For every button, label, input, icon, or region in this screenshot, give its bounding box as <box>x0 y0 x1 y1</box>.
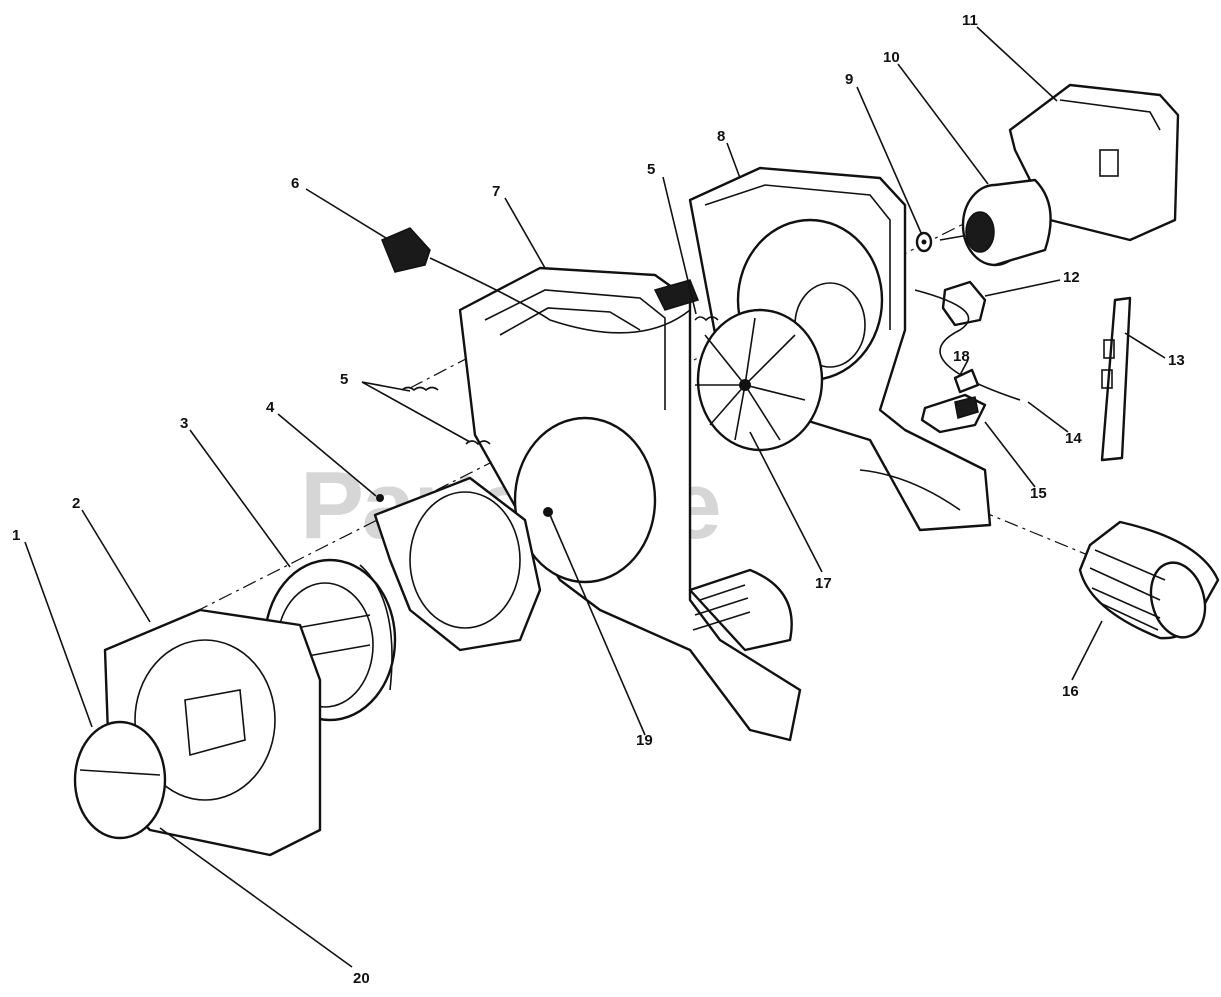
leader-lines <box>24 26 1166 968</box>
callout-17: 17 <box>815 575 832 592</box>
callout-5-left: 5 <box>340 371 348 388</box>
part-8-rear-housing <box>688 166 992 532</box>
callout-4: 4 <box>266 399 275 416</box>
callout-7: 7 <box>492 183 500 200</box>
callout-3: 3 <box>180 415 188 432</box>
callout-11: 11 <box>962 12 978 29</box>
part-19-retainer <box>543 507 553 517</box>
callout-9: 9 <box>845 71 853 88</box>
part-9-washer <box>915 231 933 253</box>
part-4-intake-ring <box>373 476 542 652</box>
callout-labels: 1 2 3 4 5 5 6 7 8 9 10 11 12 13 14 15 16… <box>12 12 1185 987</box>
callout-12: 12 <box>1063 269 1080 286</box>
part-13-switch-lever <box>1100 296 1132 462</box>
callout-16: 16 <box>1062 683 1079 700</box>
callout-15: 15 <box>1030 485 1047 502</box>
callout-10: 10 <box>883 49 900 66</box>
callout-18: 18 <box>953 348 970 365</box>
callout-19: 19 <box>636 732 653 749</box>
callout-1: 1 <box>12 527 20 544</box>
part-6-power-cord <box>381 227 700 334</box>
part-15-switch-bracket <box>920 393 987 434</box>
callout-13: 13 <box>1168 352 1185 369</box>
part-16-nozzle-cap <box>1078 520 1220 640</box>
callout-2: 2 <box>72 495 80 512</box>
callout-20: 20 <box>353 970 370 987</box>
part-7-front-housing <box>458 266 802 742</box>
part-10-motor <box>939 178 1052 267</box>
callout-14: 14 <box>1065 430 1082 447</box>
callout-5-right: 5 <box>647 161 655 178</box>
part-11-motor-cover <box>1008 83 1180 242</box>
part-20-label <box>73 720 167 840</box>
callout-8: 8 <box>717 128 725 145</box>
part-18-terminal <box>953 368 980 394</box>
callout-6: 6 <box>291 175 299 192</box>
